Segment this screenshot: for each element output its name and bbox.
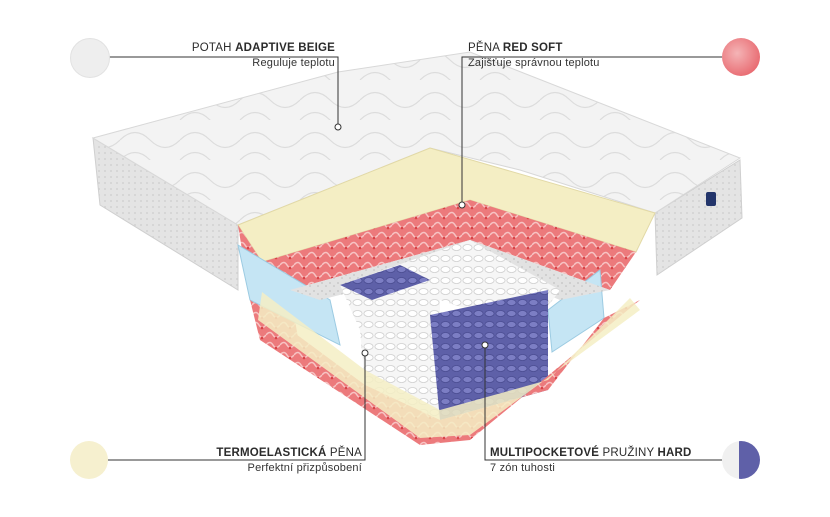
- springs-title: MULTIPOCKETOVÉ PRUŽINY HARD: [490, 446, 692, 461]
- thermo-foam-label: TERMOELASTICKÁ PĚNA Perfektní přizpůsobe…: [160, 446, 362, 476]
- red-foam-label: PĚNA RED SOFT Zajišťuje správnou teplotu: [468, 41, 600, 71]
- red-foam-title-prefix: PĚNA: [468, 42, 503, 54]
- springs-title-middle: PRUŽINY: [599, 447, 658, 459]
- callout-lines: [108, 56, 722, 461]
- cover-label: POTAH ADAPTIVE BEIGE Reguluje teplotu: [170, 41, 335, 71]
- thermo-foam-swatch-icon: [70, 441, 108, 479]
- cover-subtitle: Reguluje teplotu: [252, 57, 335, 69]
- springs-title-hardness: HARD: [657, 447, 692, 459]
- red-foam-title: PĚNA RED SOFT: [468, 41, 600, 56]
- springs-subtitle: 7 zón tuhosti: [490, 462, 555, 474]
- cutaway-layers: [237, 147, 656, 445]
- springs-label: MULTIPOCKETOVÉ PRUŽINY HARD 7 zón tuhost…: [490, 446, 692, 476]
- thermo-foam-title-name: TERMOELASTICKÁ: [216, 447, 327, 459]
- red-foam-subtitle: Zajišťuje správnou teplotu: [468, 57, 600, 69]
- red-foam-swatch-icon: [722, 38, 760, 76]
- thermo-foam-title-suffix: PĚNA: [326, 447, 362, 459]
- cover-title-name: ADAPTIVE BEIGE: [235, 42, 335, 54]
- thermo-foam-title: TERMOELASTICKÁ PĚNA: [160, 446, 362, 461]
- thermo-foam-subtitle: Perfektní přizpůsobení: [247, 462, 362, 474]
- springs-swatch-icon: [722, 441, 760, 479]
- springs-title-name: MULTIPOCKETOVÉ: [490, 447, 600, 459]
- red-foam-title-name: RED SOFT: [502, 42, 563, 54]
- brand-tag-icon: [706, 192, 716, 206]
- cover-title-prefix: POTAH: [191, 42, 236, 54]
- cover-title: POTAH ADAPTIVE BEIGE: [170, 41, 335, 56]
- mattress-top-cover: [91, 51, 742, 226]
- cover-swatch-icon: [70, 38, 110, 78]
